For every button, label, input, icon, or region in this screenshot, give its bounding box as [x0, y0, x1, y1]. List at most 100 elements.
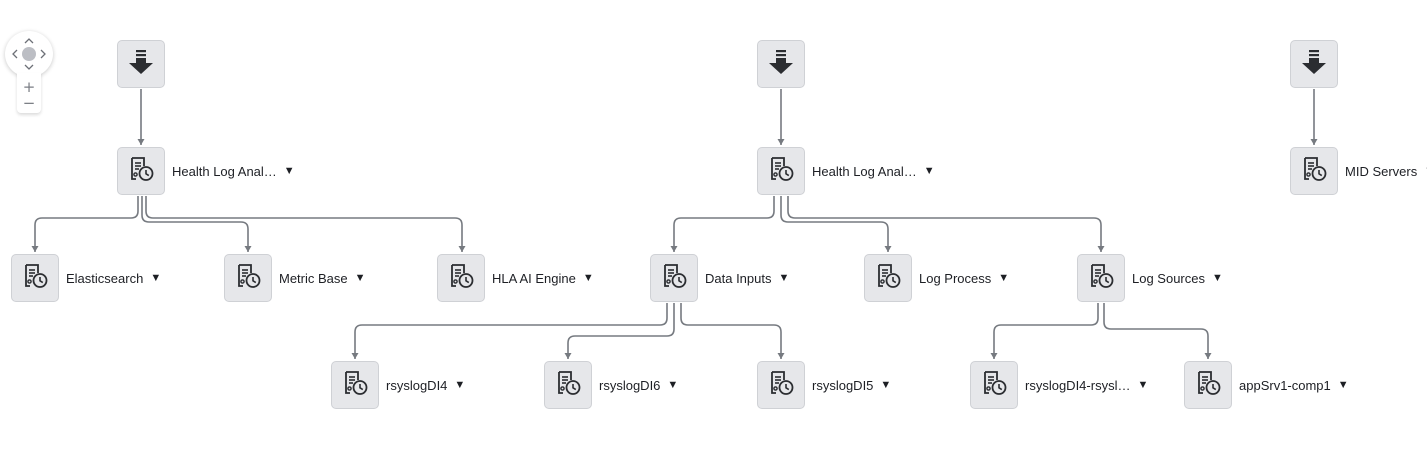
log-report-clock-icon: [127, 155, 155, 188]
node-label: MID Servers: [1345, 163, 1418, 179]
connector-arrowhead: [564, 353, 572, 359]
connector-arrowhead: [777, 139, 785, 145]
node-icon-box[interactable]: [970, 361, 1018, 409]
node-icon-box[interactable]: [650, 254, 698, 302]
connector-arrowhead: [777, 353, 785, 359]
connector-arrowhead: [1310, 139, 1318, 145]
log-report-clock-icon: [554, 369, 582, 402]
pan-up-icon[interactable]: [23, 35, 35, 47]
node-label: appSrv1-comp1: [1239, 377, 1331, 393]
node-icon-box[interactable]: [757, 361, 805, 409]
pan-center-icon[interactable]: [22, 47, 36, 61]
connector-line: [1103, 303, 1209, 359]
log-report-clock-icon: [874, 262, 902, 295]
connector-line: [354, 303, 668, 359]
root-node-1[interactable]: [117, 40, 165, 88]
node-label: Health Log Anal…: [172, 163, 277, 179]
log-report-clock-icon: [1300, 155, 1328, 188]
node-data-inputs[interactable]: Data Inputs ▼: [650, 254, 789, 302]
pan-right-icon[interactable]: [37, 48, 49, 60]
connector-line: [673, 196, 775, 252]
node-icon-box[interactable]: [1077, 254, 1125, 302]
connector-arrowhead: [351, 353, 359, 359]
node-label: Log Sources: [1132, 270, 1205, 286]
node-label: rsyslogDI6: [599, 377, 661, 393]
root-node-2[interactable]: [757, 40, 805, 88]
pan-down-icon[interactable]: [23, 61, 35, 73]
node-metric-base[interactable]: Metric Base ▼: [224, 254, 366, 302]
node-icon-box[interactable]: [1184, 361, 1232, 409]
caret-down-icon[interactable]: ▼: [1337, 379, 1349, 391]
pan-left-icon[interactable]: [9, 48, 21, 60]
log-report-clock-icon: [234, 262, 262, 295]
node-icon-box[interactable]: [224, 254, 272, 302]
node-icon-box[interactable]: [11, 254, 59, 302]
caret-down-icon[interactable]: ▼: [454, 379, 466, 391]
node-icon-box[interactable]: [117, 147, 165, 195]
node-icon-box[interactable]: [544, 361, 592, 409]
caret-down-icon[interactable]: ▼: [1424, 165, 1427, 177]
node-mid-servers[interactable]: MID Servers ▼: [1290, 147, 1427, 195]
caret-down-icon[interactable]: ▼: [880, 379, 892, 391]
connector-line: [567, 303, 675, 359]
zoom-pan-control: + −: [5, 31, 53, 113]
node-log-sources[interactable]: Log Sources ▼: [1077, 254, 1223, 302]
connector-arrowhead: [990, 353, 998, 359]
caret-down-icon[interactable]: ▼: [667, 379, 679, 391]
caret-down-icon[interactable]: ▼: [354, 272, 366, 284]
node-health-log-analytics-1[interactable]: Health Log Anal… ▼: [117, 147, 295, 195]
log-report-clock-icon: [1194, 369, 1222, 402]
connector-line: [993, 303, 1099, 359]
node-icon-box[interactable]: [437, 254, 485, 302]
connector-arrowhead: [31, 246, 39, 252]
zoom-out-button[interactable]: −: [22, 93, 36, 112]
log-report-clock-icon: [447, 262, 475, 295]
node-icon-box[interactable]: [864, 254, 912, 302]
log-report-clock-icon: [1087, 262, 1115, 295]
node-rsyslogdi4[interactable]: rsyslogDI4 ▼: [331, 361, 465, 409]
node-hla-ai-engine[interactable]: HLA AI Engine ▼: [437, 254, 594, 302]
connector-arrowhead: [884, 246, 892, 252]
caret-down-icon[interactable]: ▼: [150, 272, 162, 284]
node-appsrv1-comp1[interactable]: appSrv1-comp1 ▼: [1184, 361, 1349, 409]
connector-line: [145, 196, 463, 252]
log-report-clock-icon: [980, 369, 1008, 402]
node-icon-box[interactable]: [1290, 147, 1338, 195]
caret-down-icon[interactable]: ▼: [1137, 379, 1149, 391]
download-arrow-icon: [128, 48, 154, 81]
caret-down-icon[interactable]: ▼: [923, 165, 935, 177]
connector-arrowhead: [1097, 246, 1105, 252]
connector-arrowhead: [244, 246, 252, 252]
node-rsyslogdi6[interactable]: rsyslogDI6 ▼: [544, 361, 678, 409]
root-node-3[interactable]: [1290, 40, 1338, 88]
node-icon-box[interactable]: [757, 147, 805, 195]
log-report-clock-icon: [341, 369, 369, 402]
node-label: Log Process: [919, 270, 992, 286]
node-label: Metric Base: [279, 270, 348, 286]
caret-down-icon[interactable]: ▼: [778, 272, 790, 284]
connector-line: [780, 196, 889, 252]
node-label: Elasticsearch: [66, 270, 144, 286]
node-label: Health Log Anal…: [812, 163, 917, 179]
caret-down-icon[interactable]: ▼: [1212, 272, 1223, 284]
node-label: HLA AI Engine: [492, 270, 576, 286]
caret-down-icon[interactable]: ▼: [283, 165, 295, 177]
pan-control-icon[interactable]: [5, 31, 53, 77]
connector-arrowhead: [670, 246, 678, 252]
node-elasticsearch[interactable]: Elasticsearch ▼: [11, 254, 161, 302]
zoom-in-button[interactable]: +: [22, 77, 36, 96]
node-icon-box[interactable]: [331, 361, 379, 409]
connector-arrowhead: [1204, 353, 1212, 359]
node-health-log-analytics-2[interactable]: Health Log Anal… ▼: [757, 147, 935, 195]
node-rsyslogdi4-rsysl[interactable]: rsyslogDI4-rsysl… ▼: [970, 361, 1148, 409]
node-rsyslogdi5[interactable]: rsyslogDI5 ▼: [757, 361, 891, 409]
caret-down-icon[interactable]: ▼: [998, 272, 1010, 284]
caret-down-icon[interactable]: ▼: [582, 272, 594, 284]
node-log-process[interactable]: Log Process ▼: [864, 254, 1009, 302]
connector-line: [680, 303, 782, 359]
log-report-clock-icon: [767, 369, 795, 402]
connector-arrowhead: [458, 246, 466, 252]
connector-line: [34, 196, 139, 252]
log-report-clock-icon: [660, 262, 688, 295]
